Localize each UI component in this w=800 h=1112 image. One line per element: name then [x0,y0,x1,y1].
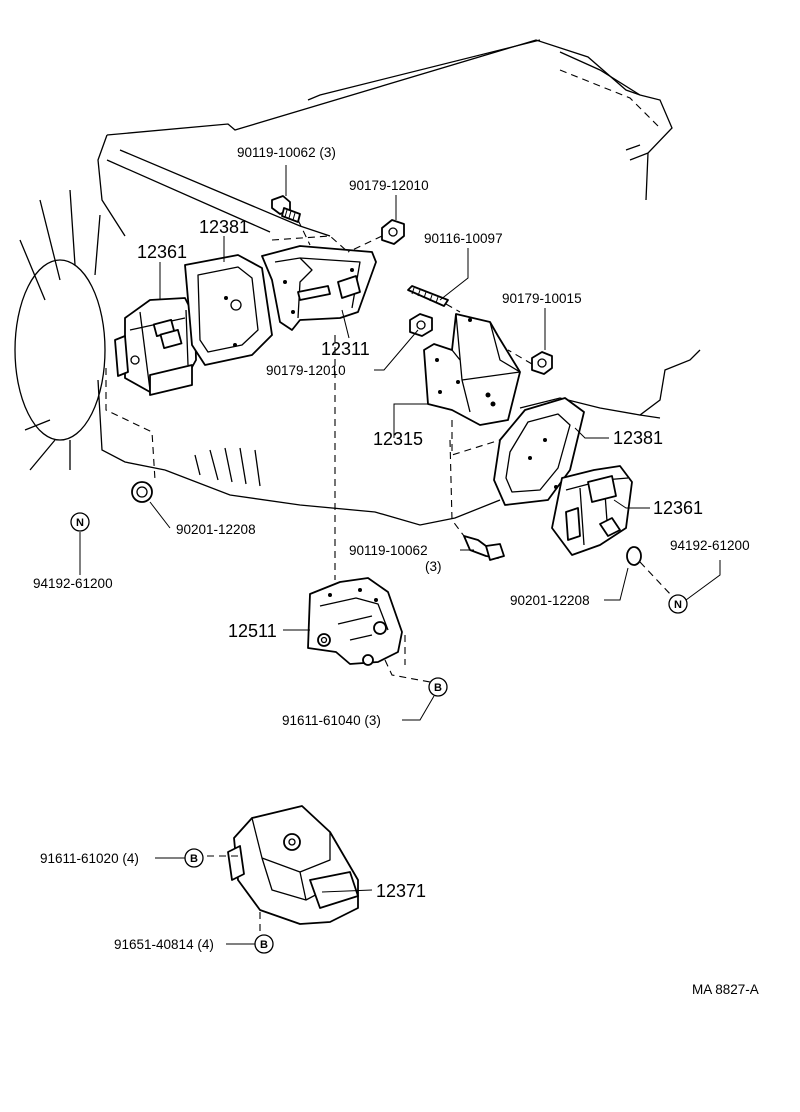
washer-90201-right [626,546,673,597]
label-90201-12208-left: 90201-12208 [176,522,256,537]
svg-text:B: B [434,682,442,694]
label-12361-left: 12361 [137,242,187,262]
label-91611-61040: 91611-61040 (3) [282,713,381,728]
stud-90116-10097 [407,285,461,313]
label-90179-10015: 90179-10015 [502,291,582,306]
label-91651-40814: 91651-40814 (4) [114,937,214,952]
label-12381-right: 12381 [613,428,663,448]
diagram-code: MA 8827-A [692,982,759,997]
bracket-12311 [261,235,377,331]
callout-b-lower: B [254,934,274,954]
label-94192-61200-right: 94192-61200 [670,538,750,553]
label-12315: 12315 [373,429,423,449]
label-12311: 12311 [321,339,370,359]
label-12361-right: 12361 [653,498,703,518]
insulator-12361-right [551,465,633,556]
callout-b-upper: B [184,848,204,868]
leader-lines [79,165,721,945]
bolt-90119-top [271,195,311,246]
svg-text:N: N [674,599,682,611]
callout-b-member: B [428,677,448,697]
insulator-12381-left [184,254,273,366]
bolt-90119-mid [449,439,505,561]
insulator-12361-left [114,297,197,396]
callout-n-right: N [668,594,688,614]
label-90119-10062-mid-qty: (3) [425,559,442,574]
label-90179-12010-mid: 90179-12010 [266,363,346,378]
label-12371: 12371 [376,881,426,901]
nut-90179-12010-mid [409,313,433,337]
svg-text:N: N [76,517,84,529]
svg-text:B: B [260,939,268,951]
label-12381-left: 12381 [199,217,249,237]
member-12511 [307,335,431,683]
label-12511: 12511 [228,621,277,641]
label-90201-12208-right: 90201-12208 [510,593,590,608]
washer-90201-left [105,368,156,503]
label-90119-10062-mid: 90119-10062 [349,543,428,558]
label-90179-12010-top: 90179-12010 [349,178,429,193]
label-94192-61200-left: 94192-61200 [33,576,113,591]
svg-text:B: B [190,853,198,865]
nut-90179-10015 [507,349,553,375]
label-90116-10097: 90116-10097 [424,231,503,246]
bracket-12315 [423,313,521,456]
insulator-12371 [205,805,359,932]
nut-90179-12010-top [347,219,405,253]
label-91611-61020: 91611-61020 (4) [40,851,139,866]
fan-outline [14,189,106,471]
callout-n-left: N [70,512,90,532]
label-90119-10062-top: 90119-10062 (3) [237,145,336,160]
